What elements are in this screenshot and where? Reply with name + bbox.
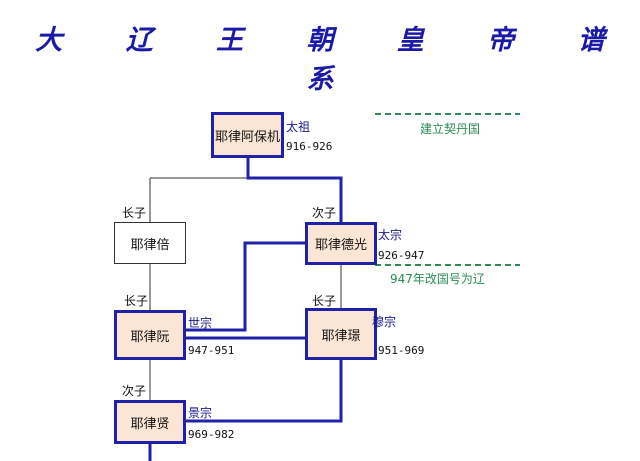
person-box-bei: 耶律倍 [114,222,186,264]
succession-line [186,241,305,332]
relation-deguang: 次子 [312,206,337,220]
temple-name-abaoji: 太祖 [286,120,311,134]
temple-name-deguang: 太宗 [378,228,403,242]
reign-years-abaoji: 916-926 [286,140,333,153]
person-box-jing: 耶律璟 [305,308,377,360]
relation-jing: 长子 [312,294,337,308]
reign-years-deguang: 926-947 [378,249,425,262]
reign-years-jing: 951-969 [378,344,425,357]
temple-name-jing: 穆宗 [372,315,397,329]
temple-name-ruan: 世宗 [188,316,213,330]
page-title: 大 辽 王 朝 皇 帝 谱 系 [35,25,632,95]
person-box-deguang: 耶律德光 [305,222,377,265]
person-box-ruan: 耶律阮 [114,310,186,360]
relation-bei: 长子 [122,206,147,220]
succession-line [246,158,343,222]
person-box-xian: 耶律贤 [114,400,186,444]
relation-ruan: 长子 [124,294,149,308]
note-founding: 建立契丹国 [420,122,481,136]
reign-years-ruan: 947-951 [188,344,235,357]
relation-xian: 次子 [122,384,147,398]
temple-name-xian: 景宗 [188,406,213,420]
note-rename: 947年改国号为辽 [390,272,485,286]
reign-years-xian: 969-982 [188,428,235,441]
person-box-abaoji: 耶律阿保机 [211,112,284,158]
succession-line [186,360,343,423]
